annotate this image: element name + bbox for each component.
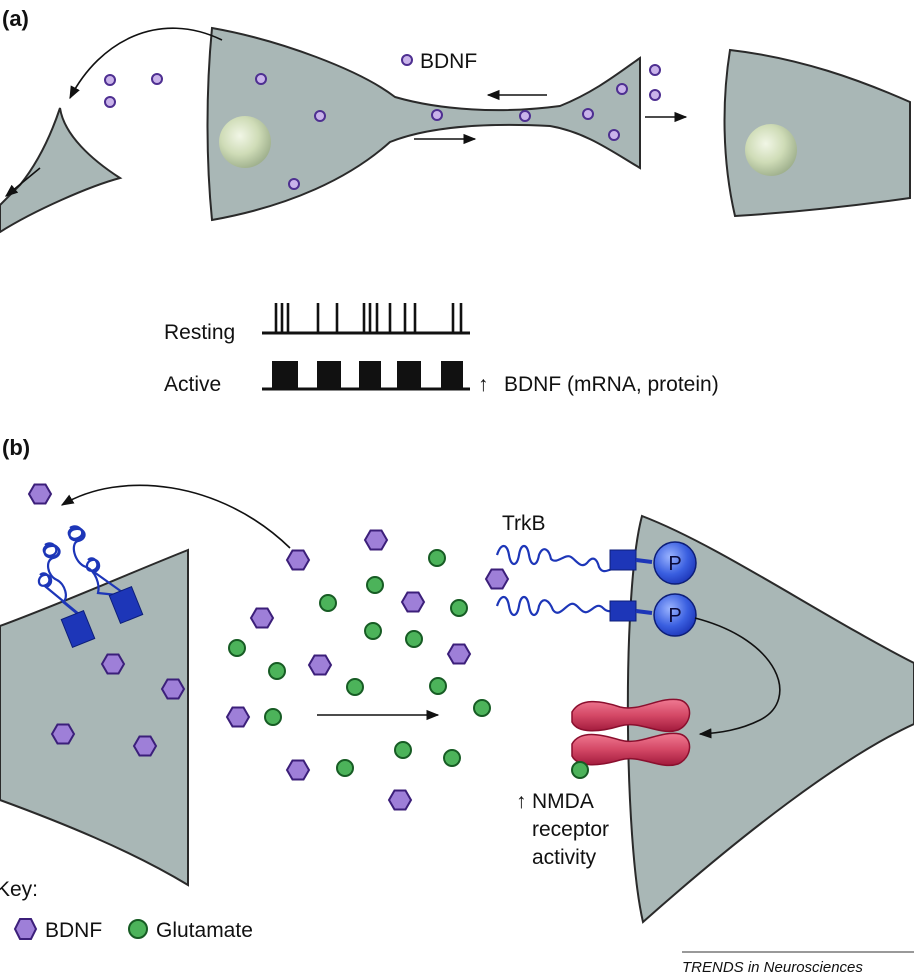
retrograde-bdnf-arrow [60, 484, 291, 549]
key-bdnf-hexagon [13, 918, 38, 940]
bdnf-vesicles-a [104, 64, 661, 190]
svg-text:P: P [668, 605, 681, 627]
bdnf-hexagon [160, 678, 186, 700]
key-bdnf-label: BDNF [45, 919, 102, 942]
glutamate-molecule [571, 761, 589, 779]
glutamate-molecule [429, 677, 447, 695]
key-glutamate-label: Glutamate [156, 919, 253, 942]
left-outward-arrow [5, 167, 41, 197]
trkb-receptors-left [37, 525, 144, 649]
glutamate-molecule [443, 749, 461, 767]
glutamate-molecule [264, 708, 282, 726]
molecules-layer [27, 483, 589, 811]
panel-b-label: (b) [2, 435, 30, 460]
bdnf-hexagon [285, 549, 311, 571]
right-neuron-b [626, 514, 914, 924]
glutamate-molecule [346, 678, 364, 696]
glutamate-molecule [473, 699, 491, 717]
panel-a-label: (a) [2, 6, 29, 31]
target-neuron-nucleus [745, 124, 797, 176]
bdnf-hexagon [132, 735, 158, 757]
bdnf-hexagon [50, 723, 76, 745]
key-glutamate-circle [128, 919, 148, 939]
resting-label: Resting [164, 321, 235, 344]
bdnf-increase-arrow: ↑ [478, 373, 489, 396]
nmda-label-line3: activity [532, 846, 597, 869]
glutamate-molecule [394, 741, 412, 759]
trkb-label: TrkB [502, 512, 546, 535]
bdnf-hexagon [27, 483, 53, 505]
glutamate-molecule [268, 662, 286, 680]
active-burst-trace [262, 361, 470, 391]
bdnf-legend-dot [401, 54, 413, 66]
glutamate-molecule [405, 630, 423, 648]
bdnf-hexagon [307, 654, 333, 676]
nmda-receptor [571, 698, 691, 766]
journal-credit: TRENDS in Neurosciences [682, 959, 863, 976]
nmda-label-line1: NMDA [532, 790, 594, 813]
glutamate-molecule [319, 594, 337, 612]
nmda-increase-arrow: ↑ [516, 790, 527, 813]
active-label: Active [164, 373, 221, 396]
source-neuron [206, 26, 641, 222]
glutamate-molecule [364, 622, 382, 640]
key-title: Key: [0, 878, 38, 901]
bdnf-hexagon [363, 529, 389, 551]
phospho-p2: P [653, 593, 697, 637]
glutamate-molecule [336, 759, 354, 777]
glutamate-molecule [228, 639, 246, 657]
bdnf-hexagon [285, 759, 311, 781]
resting-spike-trace [262, 303, 470, 335]
left-neuron-b [0, 548, 189, 887]
bdnf-label-a: BDNF [420, 50, 477, 73]
source-neuron-nucleus [219, 116, 271, 168]
nmda-label-line2: receptor [532, 818, 609, 841]
bdnf-hexagon [446, 643, 472, 665]
target-neuron-left [0, 107, 123, 234]
phospho-p1: P [653, 541, 697, 585]
glutamate-molecule [450, 599, 468, 617]
trkb-to-nmda-arrow [694, 617, 781, 739]
bdnf-hexagon [225, 706, 251, 728]
retrograde-transport-arrow [69, 27, 223, 100]
trkb-receptors-right [495, 544, 653, 622]
glutamate-molecule [428, 549, 446, 567]
bdnf-hexagon [484, 568, 510, 590]
bdnf-hexagon [100, 653, 126, 675]
glutamate-molecule [366, 576, 384, 594]
bdnf-hexagon [400, 591, 426, 613]
svg-text:P: P [668, 553, 681, 575]
bdnf-hexagon [249, 607, 275, 629]
bdnf-increase-label: BDNF (mRNA, protein) [504, 373, 719, 396]
bdnf-hexagon [387, 789, 413, 811]
